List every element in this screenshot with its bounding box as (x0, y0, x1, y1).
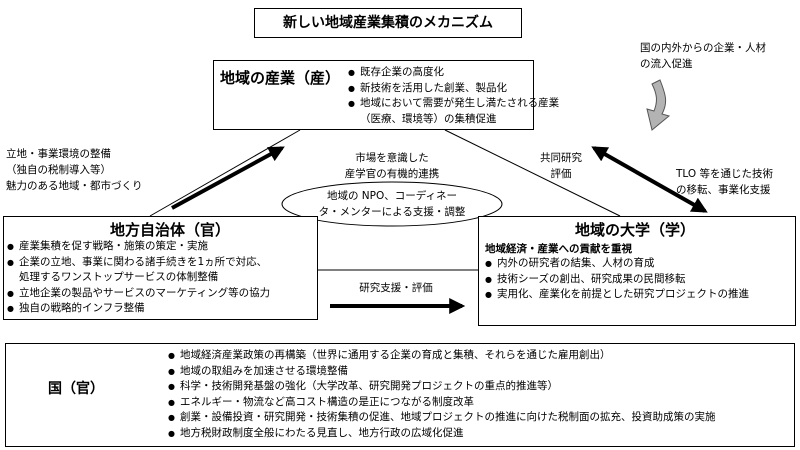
industry-title: 地域の産業（産） (220, 69, 341, 87)
inflow-arrow-icon (646, 79, 671, 131)
list-item: 地域経済産業政策の再構築（世界に通用する企業の育成と集積、それらを通じた雇用創出… (168, 348, 716, 364)
list-item: 企業の立地、事業に関わる諸手続きを1ヵ所で対応、 (7, 255, 270, 271)
local-gov-list: 産業集積を促す戦略・施策の策定・実施 企業の立地、事業に関わる諸手続きを1ヵ所で… (7, 239, 270, 317)
country-box: 国（官） 地域経済産業政策の再構築（世界に通用する企業の育成と集積、それらを通じ… (5, 343, 795, 447)
list-item: 地方税財政制度全般にわたる見直し、地方行政の広域化促進 (168, 426, 716, 442)
list-item: 実用化、産業化を前提とした研究プロジェクトの推進 (485, 287, 749, 303)
link-industry-university (444, 129, 621, 217)
market-note: 市場を意識した 産学官の有機的連携 (344, 152, 440, 180)
university-title: 地域の大学（学） (575, 221, 696, 239)
local-gov-title: 地方自治体（官） (110, 221, 231, 239)
page-title: 新しい地域産業集積のメカニズム (283, 15, 493, 31)
university-list: 内外の研究者の結集、人材の育成 技術シーズの創出、研究成果の民間移転 実用化、産… (485, 256, 749, 303)
list-item: 新技術を活用した創業、製品化 (348, 81, 559, 97)
list-item: 創業・設備投資・研究開発・技術集積の促進、地域プロジェクトの推進に向けた税制面の… (168, 410, 716, 426)
npo-ellipse (281, 181, 503, 227)
list-item: 立地企業の製品やサービスのマーケティング等の協力 (7, 286, 270, 302)
list-item: エネルギー・物流など高コスト構造の是正につながる制度改革 (168, 395, 716, 411)
research-support-note: 研究支援・評価 (359, 282, 433, 294)
list-item: 産業集積を促す戦略・施策の策定・実施 (7, 239, 270, 255)
joint-research-note: 共同研究 評価 (540, 152, 582, 180)
left-arrow-note: 立地・事業環境の整備 （独自の税制導入等） 魅力のある地域・都市づくり (6, 148, 143, 192)
title-box: 新しい地域産業集積のメカニズム (254, 8, 522, 38)
industry-box: 地域の産業（産） 既存企業の高度化 新技術を活用した創業、製品化 地域において需… (213, 60, 559, 130)
university-box: 地域の大学（学） 地域経済・産業への貢献を重視 内外の研究者の結集、人材の育成 … (478, 216, 796, 326)
tlo-note: TLO 等を通じた技術 の移転、事業化支援 (676, 168, 773, 196)
list-item: 技術シーズの創出、研究成果の民間移転 (485, 272, 749, 288)
link-industry-localgov (149, 129, 301, 217)
country-list: 地域経済産業政策の再構築（世界に通用する企業の育成と集積、それらを通じた雇用創出… (168, 348, 716, 441)
arrow-localgov-to-industry (171, 146, 285, 210)
industry-list: 既存企業の高度化 新技術を活用した創業、製品化 地域において需要が発生し満たされ… (348, 65, 559, 127)
arrow-industry-university (591, 146, 708, 213)
list-item: 地域の取組みを加速させる環境整備 (168, 364, 716, 380)
list-item: 独自の戦略的インフラ整備 (7, 301, 270, 317)
list-item: 内外の研究者の結集、人材の育成 (485, 256, 749, 272)
university-subtitle: 地域経済・産業への貢献を重視 (485, 243, 632, 255)
list-item-continued: 処理するワンストップサービスの体制整備 (19, 271, 219, 283)
local-gov-box: 地方自治体（官） 産業集積を促す戦略・施策の策定・実施 企業の立地、事業に関わる… (3, 216, 318, 320)
country-title: 国（官） (48, 381, 104, 397)
inflow-note: 国の内外からの企業・人材 の流入促進 (640, 42, 766, 70)
list-item: 地域において需要が発生し満たされる産業 (348, 96, 559, 112)
npo-note: 地域の NPO、コーディネー タ・メンターによる支援・調整 (318, 190, 466, 218)
list-item: 科学・技術開発基盤の強化（大学改革、研究開発プロジェクトの重点的推進等） (168, 379, 716, 395)
list-item: 既存企業の高度化 (348, 65, 559, 81)
list-item-continued: （医療、環境等）の集積促進 (360, 112, 497, 125)
